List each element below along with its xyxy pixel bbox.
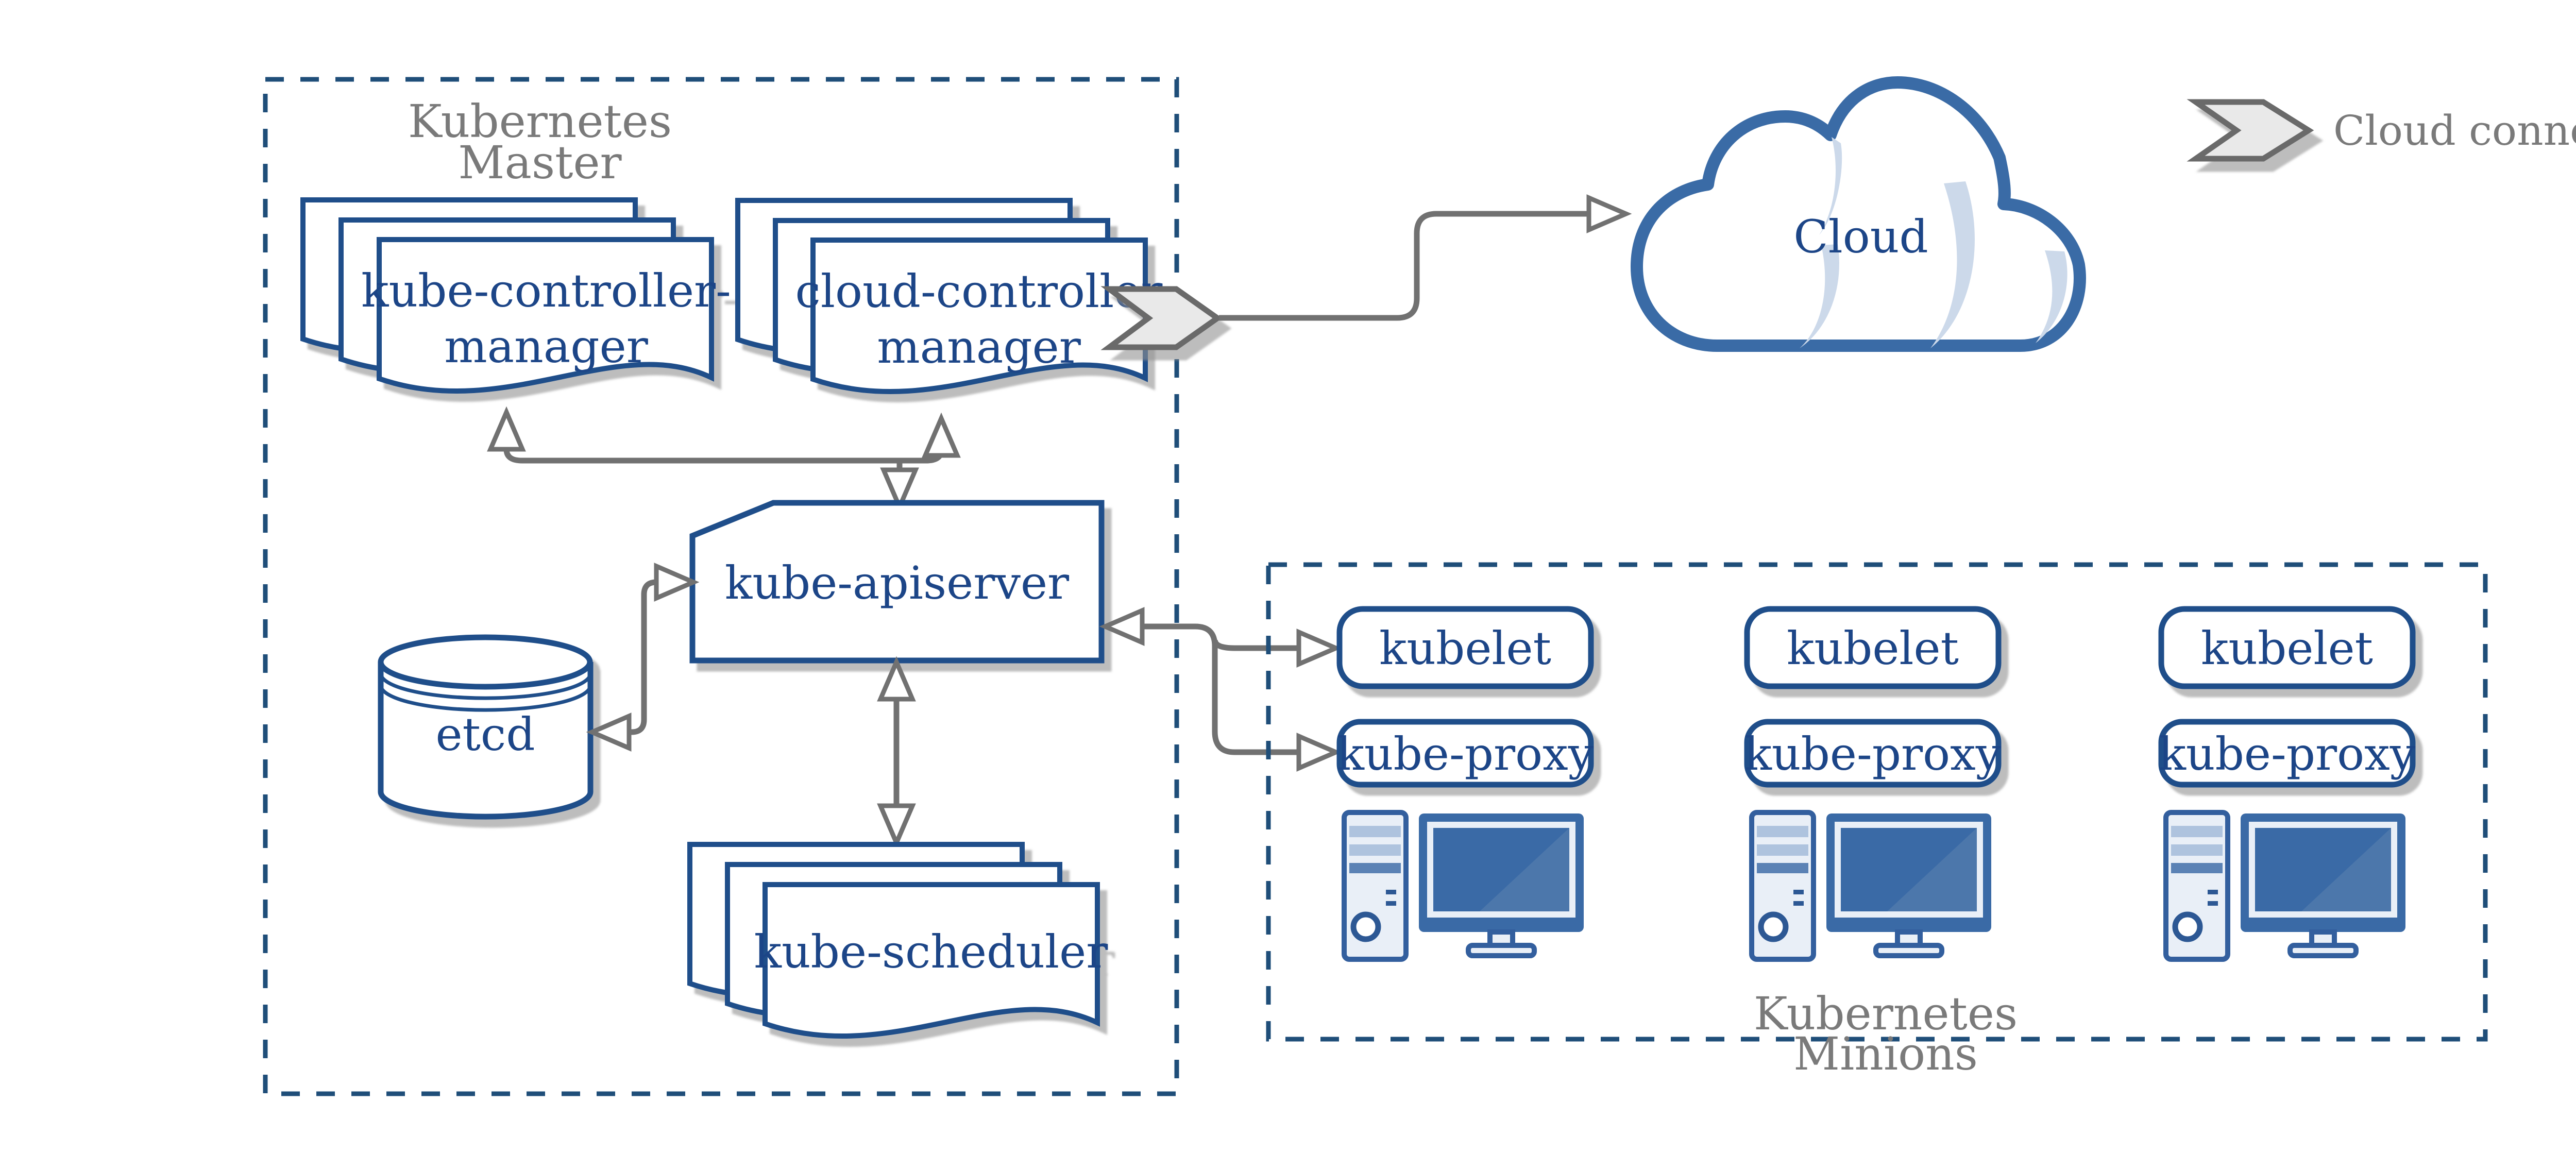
computer-icon [2166,812,2405,959]
kube-controller-manager-label-line2: manager [444,320,648,373]
kube-scheduler-label: kube-scheduler [754,925,1109,978]
kubelet-label: kubelet [1379,622,1551,675]
kubelet-label: kubelet [1787,622,1959,675]
cloud-label: Cloud [1793,210,1928,263]
kube-controller-manager-node: kube-controller- manager [303,200,731,391]
arrowhead-down-icon [880,467,919,513]
controllers-apiserver-connector [487,406,961,513]
master-title-line1: Kubernetes [408,95,672,148]
kubelet-label: kubelet [2201,622,2373,675]
computer-icon [1344,812,1584,959]
legend-label: Cloud connector [2333,107,2576,155]
kube-proxy-label: kube-proxy [2159,727,2416,781]
cloud-node: Cloud [1631,76,2086,352]
database-cylinder-icon [378,662,594,820]
arrowhead-down-icon [877,803,916,849]
arrowhead-up-icon [877,656,916,702]
cloud-controller-manager-label-line2: manager [877,320,1081,374]
kube-proxy-box [2158,719,2416,788]
minion-column-1: kubelet kube-proxy [1336,606,1594,959]
cloud-controller-manager-label-line1: cloud-controller [795,265,1163,318]
kube-proxy-label: kube-proxy [1744,727,2002,781]
kube-controller-manager-label-line1: kube-controller- [361,264,731,317]
minion-column-2: kubelet kube-proxy [1744,606,2002,959]
arrowhead-up-icon [487,406,526,452]
kube-proxy-box [1336,719,1594,788]
cloud-controller-manager-node: cloud-controller manager [738,200,1163,392]
arrowhead-left-icon [586,713,632,752]
arrowhead-right-icon [1296,629,1342,668]
kubelet-box [2158,606,2416,689]
kubernetes-master-box [263,77,1179,1096]
minion-column-3: kubelet kube-proxy [2158,606,2416,959]
etcd-node: etcd [378,634,594,820]
kubernetes-minions-box [1266,562,2488,1042]
arrowhead-right-icon [1586,194,1632,233]
kubelet-box [1744,606,2002,689]
kubelet-box [1336,606,1594,689]
apiserver-minions-connector [1099,607,1342,772]
kube-proxy-label: kube-proxy [1337,727,1594,781]
minions-title-line1: Kubernetes [1754,987,2018,1040]
legend: Cloud connector [2196,102,2576,159]
kube-scheduler-node: kube-scheduler [690,844,1108,1036]
kube-apiserver-node: kube-apiserver [689,500,1105,664]
etcd-label: etcd [435,708,535,761]
arrowhead-up-icon [922,412,961,458]
ccm-cloud-connector [1219,194,1632,321]
master-title-line2: Master [458,136,622,189]
kube-proxy-box [1744,719,2002,788]
computer-icon [1752,812,1991,959]
arrowhead-right-icon [654,563,700,602]
etcd-apiserver-connector [586,563,700,752]
arrowhead-left-icon [1099,607,1145,646]
minions-title-line2: Minions [1793,1027,1978,1080]
cloud-connector-legend-icon [2196,102,2309,159]
apiserver-scheduler-connector [877,656,916,849]
arrowhead-right-icon [1296,733,1342,772]
kube-apiserver-label: kube-apiserver [725,556,1070,609]
